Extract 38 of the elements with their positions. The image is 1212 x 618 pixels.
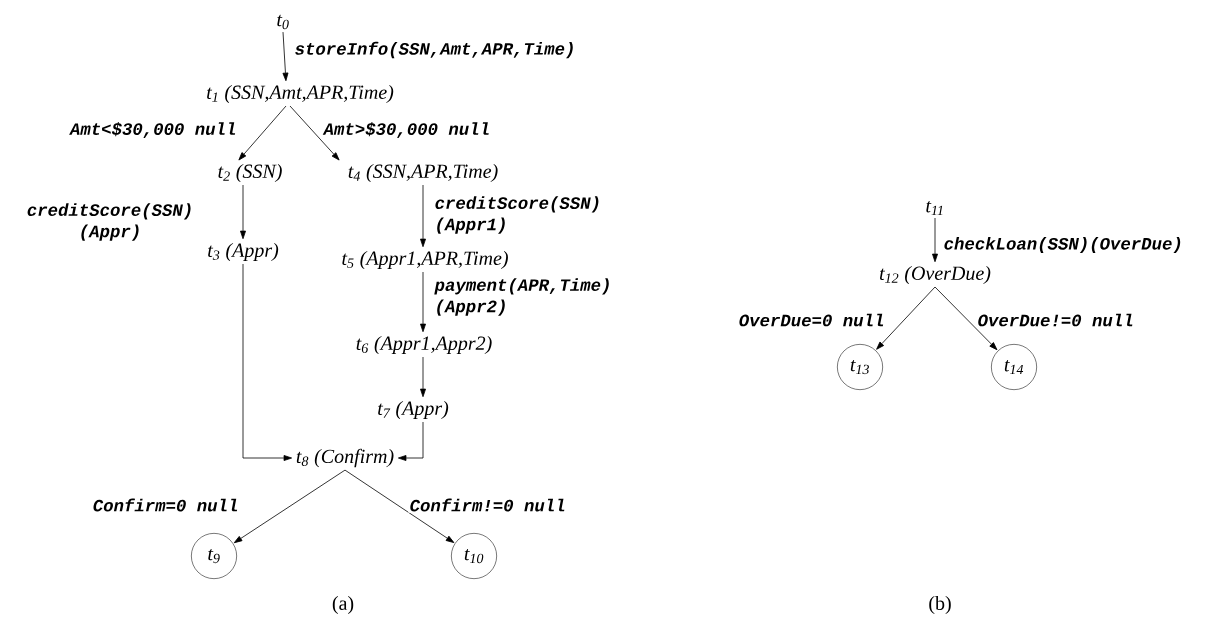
state-label: t$_{12}$ (OverDue): [879, 265, 991, 285]
state-label: t$_{0}$: [277, 14, 289, 30]
state-label: t$_{4}$ (SSN,APR,Time): [348, 163, 498, 183]
arrow: [240, 184, 246, 240]
edge-label: Amt>$30,000 null: [322, 122, 489, 138]
arrow: [420, 271, 426, 333]
arrow: [934, 286, 998, 351]
edge-label: checkLoan(SSN)(OverDue): [944, 236, 1181, 254]
arrow: [242, 263, 293, 461]
edge-label: Confirm!=0 null: [410, 498, 565, 512]
arrow: [282, 31, 289, 82]
edge-label: storeInfo(SSN,Amt,APR,Time): [295, 41, 573, 59]
edge-label: creditScore(SSN) (Appr1): [435, 196, 599, 234]
arrow: [420, 184, 426, 248]
edge-label: OverDue!=0 null: [978, 313, 1133, 327]
state-label: t$_{3}$ (Appr): [208, 242, 279, 262]
state-label: t$_{5}$ (Appr1,APR,Time): [342, 250, 508, 270]
state-label: t$_{7}$ (Appr): [378, 400, 449, 420]
edge-label: Amt<$30,000 null: [69, 122, 236, 138]
panel-caption: (a): [332, 595, 354, 615]
state-label: t$_{2}$ (SSN): [218, 163, 282, 183]
state-label: t$_{1}$ (SSN,Amt,APR,Time): [207, 84, 394, 104]
edge-label: payment(APR,Time) (Appr2): [434, 278, 609, 316]
panel-caption: (b): [929, 595, 951, 615]
state-label: t$_{6}$ (Appr1,Appr2): [356, 335, 492, 355]
arrow: [397, 421, 424, 461]
edge-label: Confirm=0 null: [93, 498, 238, 512]
arrow: [238, 105, 287, 161]
arrow: [289, 105, 340, 161]
arrow: [233, 469, 346, 544]
state-label: t$_{8}$ (Confirm): [296, 448, 394, 468]
arrow: [420, 356, 426, 398]
arrow: [876, 286, 936, 350]
edge-label: OverDue=0 null: [739, 313, 884, 327]
arrow: [344, 469, 455, 543]
state-label: t$_{11}$: [926, 200, 943, 216]
arrow: [932, 217, 938, 263]
edge-label: creditScore(SSN) (Appr): [27, 203, 191, 241]
